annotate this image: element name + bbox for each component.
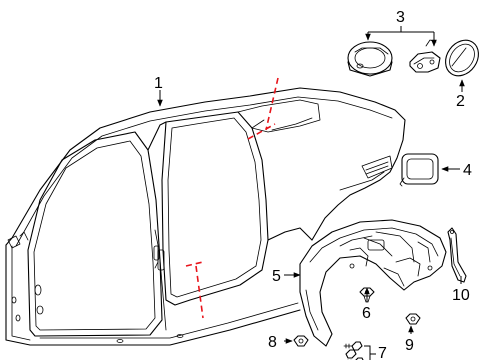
callout-labels: 1 3 2 4 5 6 9 10 7 8	[154, 9, 472, 360]
screw-part-lower	[347, 357, 364, 360]
callout-2: 2	[456, 93, 465, 110]
quarter-panel-part	[5, 87, 406, 346]
wheelhouse-liner-part	[299, 219, 447, 347]
screw-part-upper	[343, 341, 363, 351]
callout-4: 4	[463, 162, 472, 179]
nut-part-9	[405, 313, 421, 325]
nut-part-8	[293, 335, 309, 347]
callout-7: 7	[378, 345, 387, 360]
bracket-part	[447, 227, 467, 283]
pressure-vent-part	[399, 153, 439, 187]
callout-10: 10	[452, 287, 470, 304]
screw-part-middle	[345, 349, 357, 359]
fuel-door-housing-part	[347, 41, 393, 77]
callout-3: 3	[396, 9, 405, 26]
callout-1: 1	[154, 75, 163, 92]
leader-lines	[157, 26, 465, 360]
section-cut-lines	[185, 77, 279, 319]
callout-6: 6	[362, 305, 371, 322]
callout-9: 9	[405, 337, 414, 354]
callout-8: 8	[268, 334, 277, 351]
fuel-door-part	[445, 39, 479, 77]
callout-5: 5	[272, 268, 281, 285]
fuel-door-hinge-part	[409, 39, 441, 73]
